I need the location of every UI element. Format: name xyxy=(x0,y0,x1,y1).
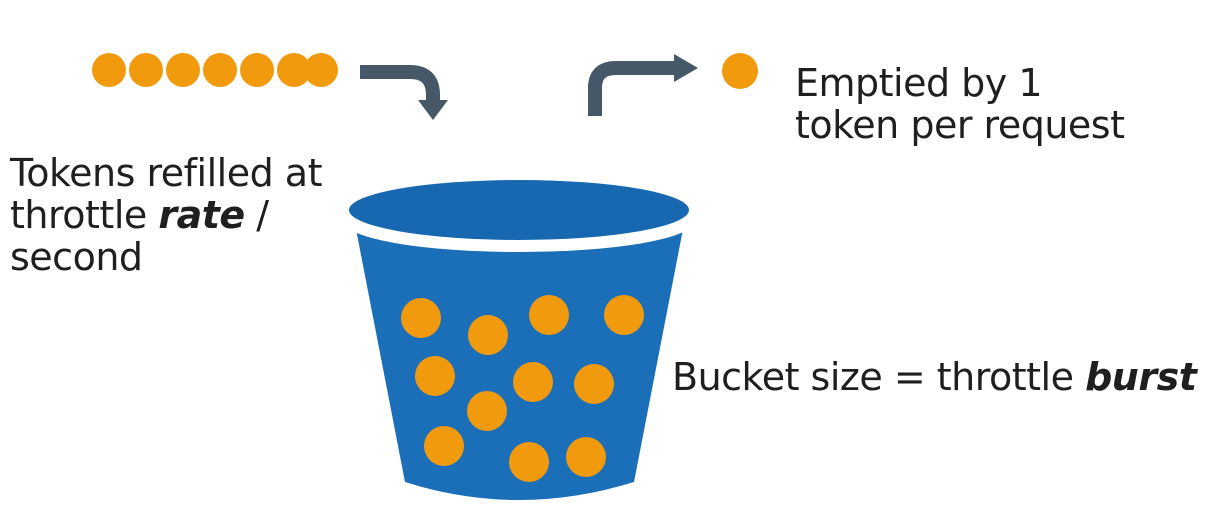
bucket-token-icon xyxy=(513,362,553,402)
incoming-token-icon xyxy=(129,53,163,87)
refill-label-line1: Tokens refilled at xyxy=(10,151,322,195)
incoming-token-icon xyxy=(203,53,237,87)
incoming-token-icon xyxy=(277,53,311,87)
burst-emphasis: burst xyxy=(1085,355,1197,399)
emptied-label: Emptied by 1 token per request xyxy=(795,62,1125,146)
bucket-token-icon xyxy=(415,356,455,396)
bucket-token-icon xyxy=(468,315,508,355)
bucket-top xyxy=(349,180,689,240)
bucket-size-label: Bucket size = throttle burst xyxy=(672,355,1197,399)
refill-label-line2-suffix: / xyxy=(244,193,269,237)
incoming-token-icon xyxy=(166,53,200,87)
outgoing-token-icon xyxy=(722,53,758,89)
bucket-token-icon xyxy=(604,295,644,335)
bucket-token-icon xyxy=(509,442,549,482)
bucket-size-label-text: Bucket size = throttle xyxy=(672,355,1086,399)
rate-emphasis: rate xyxy=(158,193,245,237)
bucket-token-icon xyxy=(424,426,464,466)
bucket-token-icon xyxy=(467,391,507,431)
refill-rate-label: Tokens refilled at throttle rate / secon… xyxy=(10,152,322,278)
bucket-token-icon xyxy=(401,298,441,338)
empty-arrow-icon xyxy=(588,54,698,116)
refill-label-line2: throttle rate / xyxy=(10,194,322,236)
emptied-label-line2: token per request xyxy=(795,103,1125,147)
refill-label-line3: second xyxy=(10,235,143,279)
emptied-label-line1: Emptied by 1 xyxy=(795,61,1043,105)
incoming-tokens xyxy=(92,53,338,87)
refill-arrow-icon xyxy=(360,65,448,120)
incoming-token-icon xyxy=(240,53,274,87)
incoming-token-icon xyxy=(92,53,126,87)
incoming-token-icon xyxy=(304,53,338,87)
bucket-tokens xyxy=(401,295,644,482)
bucket-token-icon xyxy=(574,364,614,404)
bucket-token-icon xyxy=(529,295,569,335)
refill-label-line2-text: throttle xyxy=(10,193,159,237)
bucket-token-icon xyxy=(566,437,606,477)
